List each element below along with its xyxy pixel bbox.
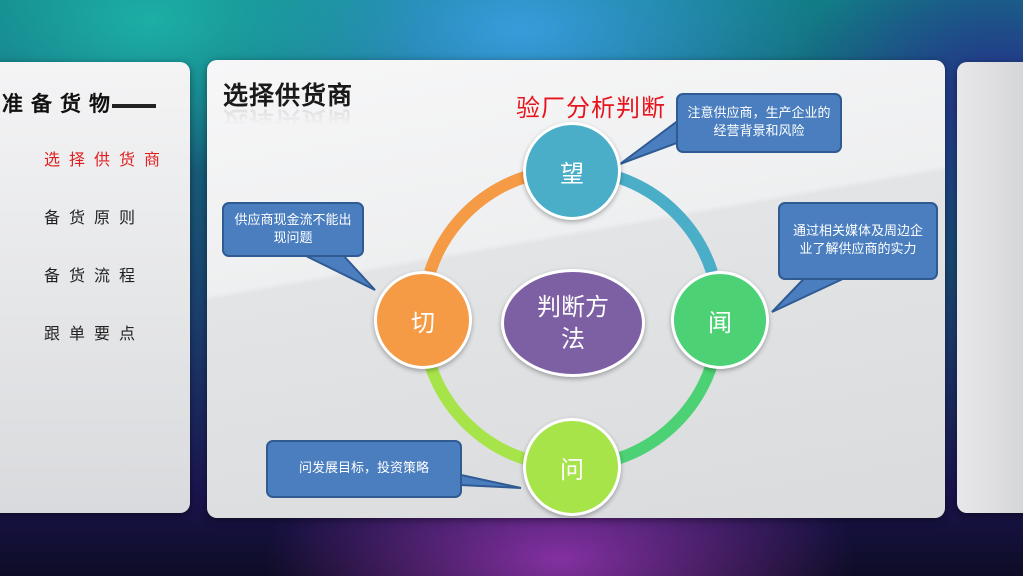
arc-wang-to-wen [615,171,718,274]
callout-qie: 供应商现金流不能出现问题 [222,202,364,257]
left-nav-panel: 准备货物 选择供货商 备货原则 备货流程 跟单要点 [0,62,190,513]
node-qie: 切 [374,271,472,369]
nav-item-stock-principles[interactable]: 备货原则 [44,208,145,227]
next-slide-panel [957,62,1023,513]
node-wen-ask: 问 [523,418,621,516]
diagram-title: 验厂分析判断 [516,94,666,122]
section-title: 准备货物 [2,88,156,118]
arc-ask-to-qie [424,362,527,465]
main-slide-panel: 选择供货商 选择供货商 验厂分析判断 望 闻 问 切 判断方法 注意供应商，生产… [207,60,945,518]
callout-wen-listen: 通过相关媒体及周边企业了解供应商的实力 [778,202,938,280]
node-wen-listen: 闻 [671,271,769,369]
callout-wang: 注意供应商，生产企业的经营背景和风险 [676,93,842,153]
center-method: 判断方法 [501,269,645,377]
title-rule [112,103,156,108]
section-title-text: 准备货物 [2,91,118,116]
page-title: 选择供货商 [223,81,354,110]
callout-tail-wen-ask [460,473,522,489]
nav-item-stock-process[interactable]: 备货流程 [44,266,145,285]
arc-qie-to-wang [424,171,527,274]
nav-item-select-supplier[interactable]: 选择供货商 [44,150,170,169]
nav-item-follow-up-points[interactable]: 跟单要点 [44,324,145,343]
callout-wen-ask: 问发展目标，投资策略 [266,440,462,498]
node-wang: 望 [523,122,621,220]
callout-tail-qie [301,253,376,291]
center-method-label: 判断方法 [537,293,609,353]
arc-wen-to-ask [615,362,718,465]
